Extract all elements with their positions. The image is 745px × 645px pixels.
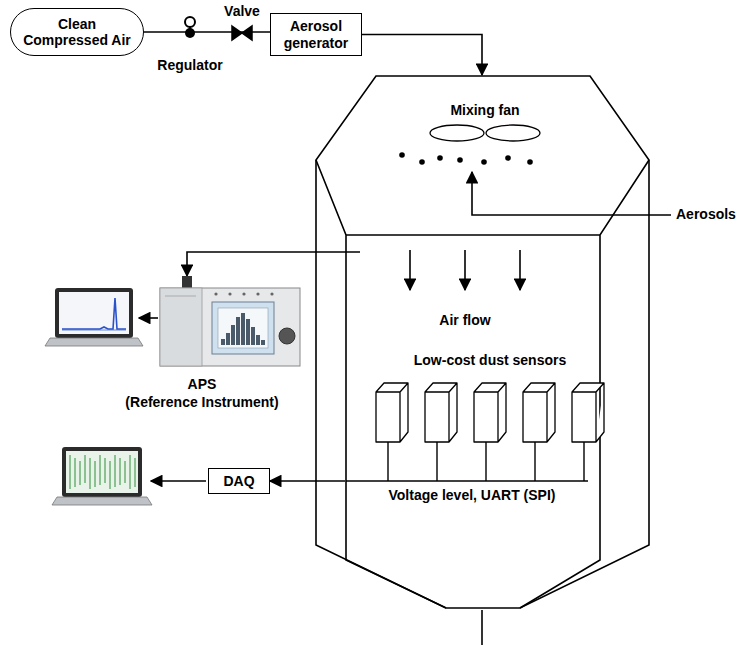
laptop-icon: [45, 288, 143, 346]
node-text: APS: [188, 376, 217, 392]
aps-instrument: [150, 276, 310, 406]
connector: [187, 252, 360, 276]
node-text: DAQ: [223, 473, 254, 489]
aerosols-leader: [472, 172, 671, 215]
drain-line: [481, 610, 483, 645]
daq-box: DAQ: [208, 468, 270, 494]
regulator-symbol: [185, 17, 195, 38]
connector: [362, 35, 482, 76]
connector: [270, 480, 345, 482]
node-text: Low-cost dust sensors: [414, 352, 566, 368]
part-label: Regulator: [157, 57, 222, 73]
part-label: Valve: [224, 3, 260, 19]
generator-box: Aerosol generator: [270, 13, 362, 56]
laptop-icon: [52, 447, 152, 505]
node-text: Aerosol generator: [276, 18, 356, 50]
node-text: Voltage level, UART (SPI): [389, 487, 556, 503]
part-label: Aerosols: [676, 206, 736, 222]
valve-symbol: [232, 26, 252, 40]
node-text: Air flow: [439, 312, 490, 328]
node-text: Mixing fan: [450, 102, 519, 118]
node-text: Clean Compressed Air: [16, 16, 138, 48]
data-arrow: [139, 317, 158, 319]
reference-instrument: APS(Reference Instrument): [150, 276, 310, 406]
node-text: (Reference Instrument): [125, 394, 278, 410]
data-arrow: [151, 480, 206, 482]
source-box: Clean Compressed Air: [10, 8, 144, 56]
test-chamber: Mixing fanAir flowLow-cost dust sensorsV…: [315, 75, 650, 610]
chamber-outline: [315, 75, 650, 610]
